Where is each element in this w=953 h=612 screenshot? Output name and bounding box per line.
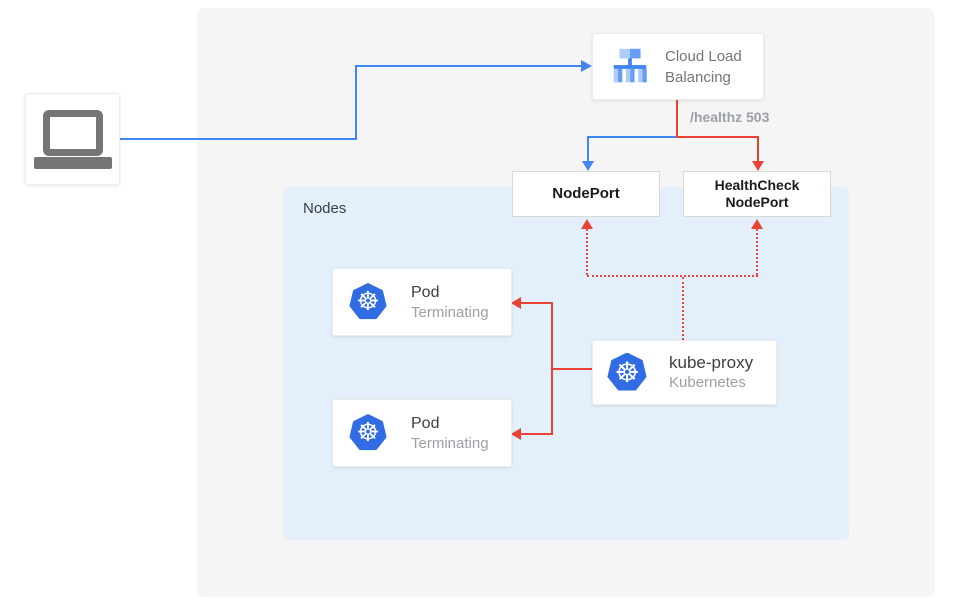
edge-dotted-to-healthcheck <box>756 229 758 275</box>
edge-client-to-clb-v <box>355 65 357 140</box>
healthcheck-nodeport-node: HealthCheck NodePort <box>683 171 831 217</box>
kube-proxy-title: kube-proxy <box>669 353 754 372</box>
arrow-left-icon <box>511 297 521 309</box>
edge-to-nodeport-v <box>587 136 589 163</box>
cloud-load-balancing-icon <box>613 48 647 82</box>
kubernetes-icon: ☸ <box>607 352 647 391</box>
edge-client-to-clb-h1 <box>120 138 357 140</box>
pod-node: ☸ Pod Terminating <box>332 268 512 336</box>
arrow-up-icon <box>751 219 763 229</box>
edge-client-to-clb-h2 <box>355 65 583 67</box>
healthcheck-label-line2: NodePort <box>725 194 789 210</box>
edge-to-pod1 <box>521 302 553 304</box>
kube-proxy-node: ☸ kube-proxy Kubernetes <box>592 340 777 405</box>
arrow-left-icon <box>511 428 521 440</box>
clb-label: Cloud Load Balancing <box>665 47 742 86</box>
pod-status: Terminating <box>411 303 489 321</box>
nodes-label: Nodes <box>303 200 347 217</box>
arrow-up-icon <box>581 219 593 229</box>
client-node <box>25 93 120 185</box>
kube-proxy-subtitle: Kubernetes <box>669 374 746 391</box>
laptop-icon <box>26 109 119 169</box>
edge-pods-vertical <box>551 302 553 435</box>
arrow-right-icon <box>581 60 592 72</box>
edge-split-red-h <box>676 136 759 138</box>
edge-to-healthcheck-v <box>757 136 759 163</box>
edge-kubeproxy-up-dotted <box>682 277 684 340</box>
edge-clb-down <box>676 100 678 138</box>
edge-dotted-to-nodeport <box>586 229 588 275</box>
arrow-down-icon <box>752 161 764 171</box>
arrow-down-icon <box>582 161 594 171</box>
healthcheck-label-line1: HealthCheck <box>714 177 800 193</box>
edge-kubeproxy-left <box>551 368 592 370</box>
healthz-label: /healthz 503 <box>690 109 770 125</box>
kubernetes-icon: ☸ <box>349 283 387 320</box>
cloud-load-balancing-node: Cloud Load Balancing <box>592 33 764 100</box>
nodeport-label: NodePort <box>552 185 620 202</box>
pod-title: Pod <box>411 283 440 301</box>
pod-node: ☸ Pod Terminating <box>332 399 512 467</box>
kubernetes-icon: ☸ <box>349 414 387 451</box>
nodeport-node: NodePort <box>512 171 660 217</box>
edge-dotted-horizontal <box>587 275 758 277</box>
edge-to-pod2 <box>521 433 553 435</box>
pod-title: Pod <box>411 414 440 432</box>
pod-status: Terminating <box>411 434 489 452</box>
edge-split-blue-h <box>587 136 678 138</box>
